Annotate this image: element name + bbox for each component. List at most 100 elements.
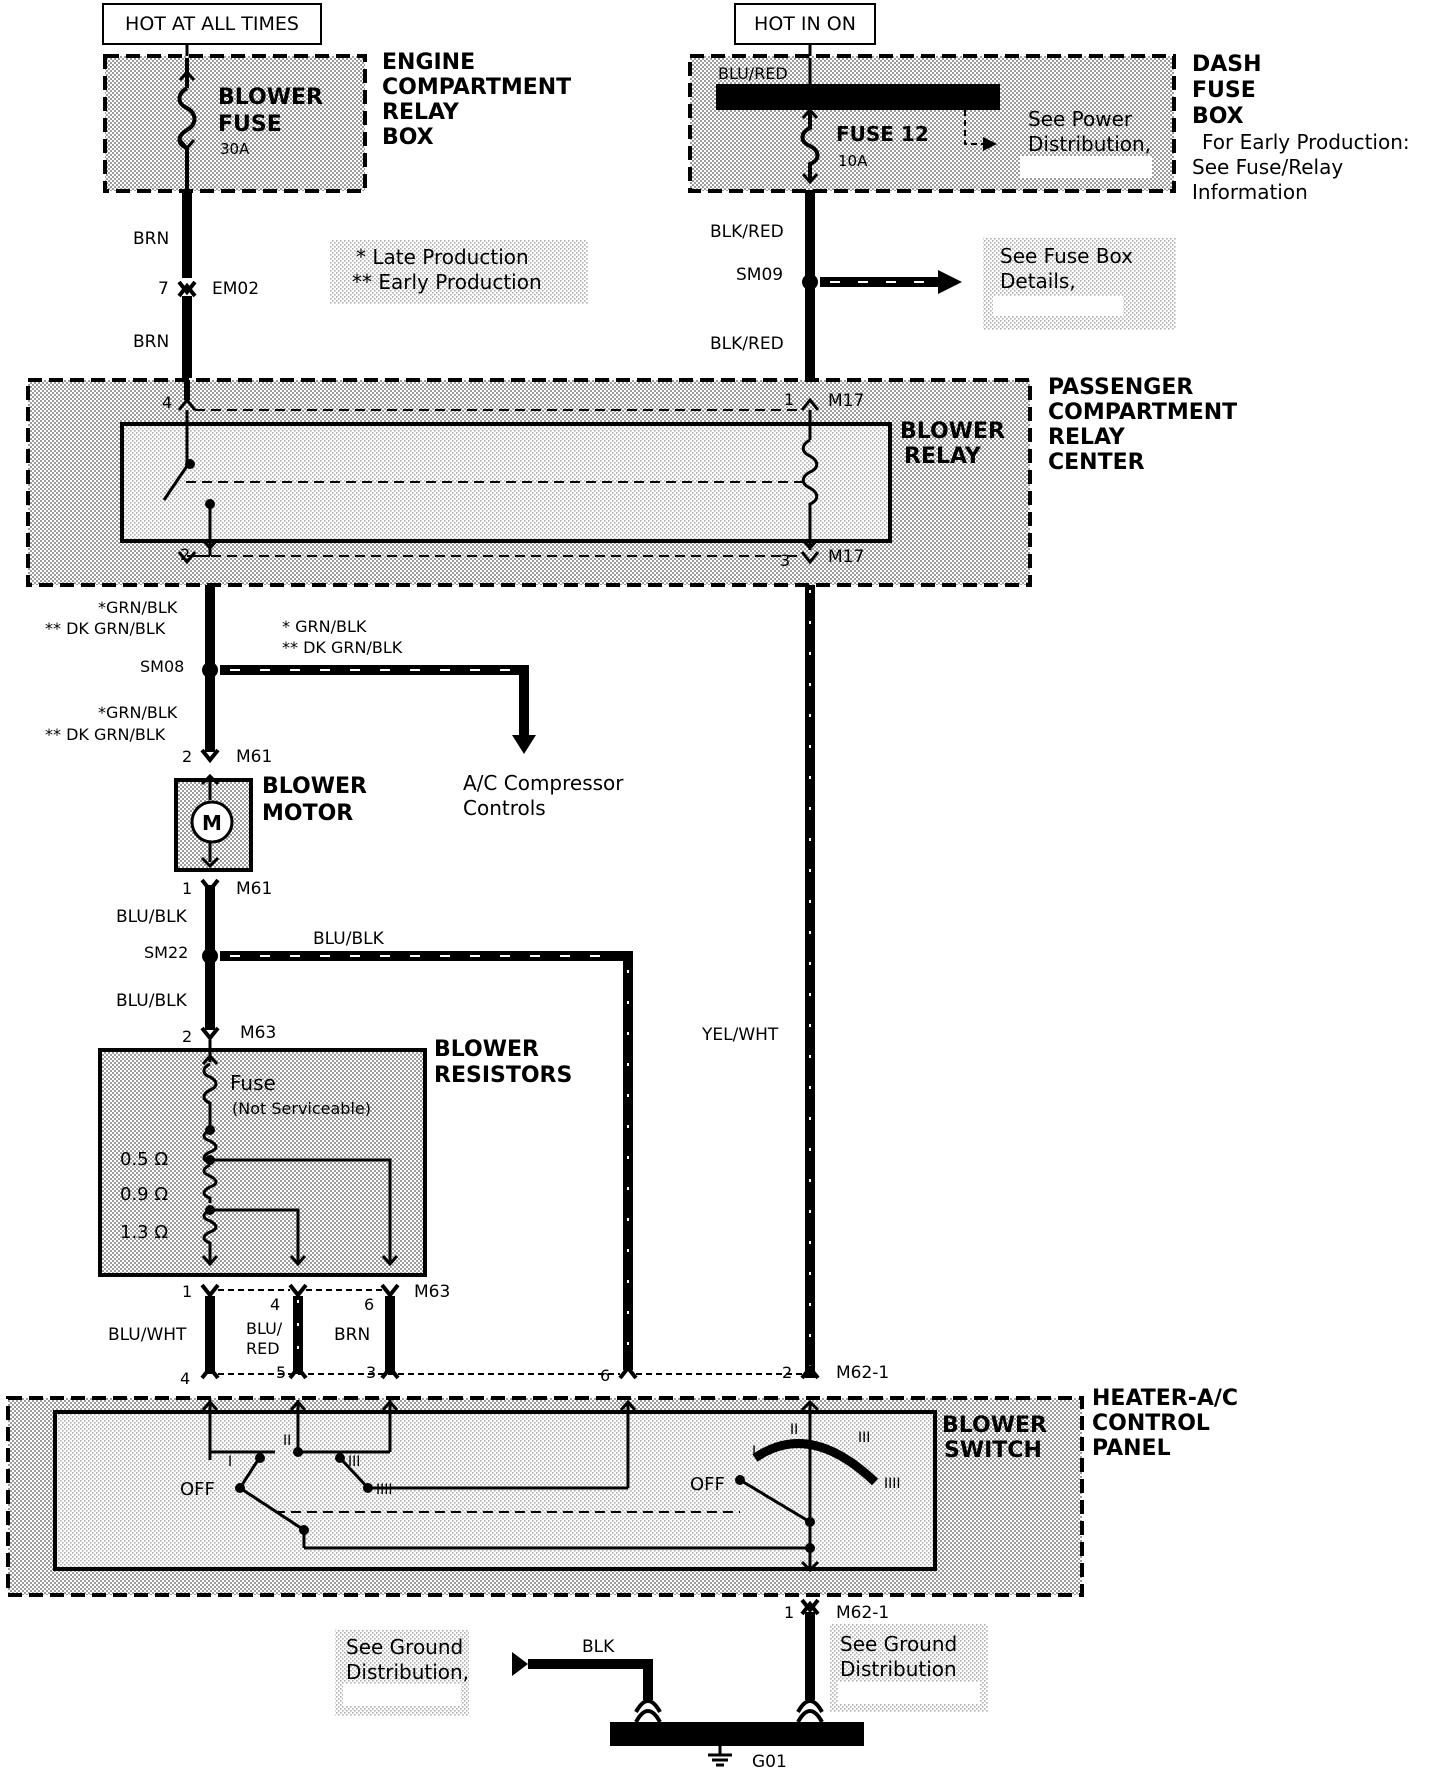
blower-switch-box xyxy=(53,1410,937,1571)
resistor-05-icon xyxy=(202,1128,218,1165)
resistor-13-icon xyxy=(202,1208,218,1265)
ac-controls-1: A/C Compressor xyxy=(463,771,624,795)
dash-box-note-2: See Fuse/Relay xyxy=(1192,155,1343,179)
engine-box-title-1: ENGINE xyxy=(382,50,475,75)
m62-1-connector: 4 5 3 6 2 M62-1 xyxy=(180,1363,889,1388)
dash-box-note-3: Information xyxy=(1192,180,1308,204)
blower-motor-label: BLOWER xyxy=(262,774,367,799)
dash-box-title-1: DASH xyxy=(1192,52,1262,77)
relay-switch-arm xyxy=(162,465,189,501)
m62-1-bottom-label: M62-1 xyxy=(836,1603,889,1623)
sm09-splice-dot xyxy=(802,274,818,290)
brn-wire-label: BRN xyxy=(133,229,169,249)
m62-pin-5: 5 xyxy=(276,1363,286,1382)
blk-red-wire-label-2: BLK/RED xyxy=(710,334,784,354)
relay-center-title-3: RELAY xyxy=(1048,425,1126,450)
switch-arc-contact xyxy=(752,1439,879,1486)
see-ground-right-2: Distribution xyxy=(840,1657,957,1681)
blu-blk-wire-2: BLU/BLK xyxy=(116,991,188,1011)
legend-late: * Late Production xyxy=(356,245,529,269)
legend-early: ** Early Production xyxy=(352,270,542,294)
branch-2: ** DK GRN/BLK xyxy=(282,638,403,657)
relay-coil-icon xyxy=(801,438,819,550)
m63-connector: 1 4 6 M63 xyxy=(182,1282,450,1314)
brn-lower-label: BRN xyxy=(334,1325,370,1345)
blower-fuse-label: BLOWER xyxy=(218,85,323,110)
relay-center-title-1: PASSENGER xyxy=(1048,375,1193,400)
resistor-09-icon xyxy=(202,1163,218,1203)
ac-controls-2: Controls xyxy=(463,796,546,820)
arrow-right-icon xyxy=(938,270,962,294)
blower-resistors-label: BLOWER xyxy=(434,1037,539,1062)
ground-bus-bar xyxy=(610,1722,864,1746)
g01-label: G01 xyxy=(752,1752,787,1768)
sm08-splice-dot xyxy=(202,662,218,678)
blower-motor: M xyxy=(174,773,253,872)
left-pos-iiii: IIII xyxy=(376,1482,393,1498)
resistor-fuse-note: (Not Serviceable) xyxy=(232,1099,371,1118)
blower-resistors: Fuse (Not Serviceable) 0.5 Ω 0.9 Ω 1.3 Ω xyxy=(98,1040,427,1277)
brn-wire-label-2: BRN xyxy=(133,332,169,352)
engine-compartment-relay-box: BLOWER FUSE 30A xyxy=(103,54,367,193)
m61-pin-2: 2 xyxy=(182,747,192,766)
left-pos-i: I xyxy=(228,1454,232,1470)
see-power-text: See Power xyxy=(1028,107,1133,131)
engine-box-title-4: BOX xyxy=(382,125,434,150)
left-pos-ii: II xyxy=(283,1433,291,1449)
see-ground-right: See Ground Distribution xyxy=(830,1624,988,1712)
m61-pin-1: 1 xyxy=(182,879,192,898)
blower-relay-label-2: RELAY xyxy=(904,444,982,469)
relay-pin-1: 1 xyxy=(784,390,794,409)
control-panel-title-2: CONTROL xyxy=(1092,1411,1210,1436)
blower-relay-label: BLOWER xyxy=(900,419,1005,444)
m63-pin-4: 4 xyxy=(270,1295,280,1314)
m61-label-top: M61 xyxy=(236,747,272,767)
engine-box-title-3: RELAY xyxy=(382,100,460,125)
fuse-12-icon xyxy=(800,107,820,185)
blu-blk-branch: BLU/BLK xyxy=(313,929,385,949)
fuse-12-rating: 10A xyxy=(838,152,868,170)
see-fuse-box-text: See Fuse Box xyxy=(1000,244,1133,268)
em02-connector-icon xyxy=(177,280,197,296)
m63-label-top: M63 xyxy=(240,1023,276,1043)
passenger-compartment-relay-center: 4 1 M17 2 3 M17 BLOWER RELAY xyxy=(26,378,1032,587)
control-panel-title-3: PANEL xyxy=(1092,1436,1171,1461)
m63-pin-1: 1 xyxy=(182,1282,192,1301)
arrow-right-icon xyxy=(983,137,997,151)
m62-pin-2: 2 xyxy=(782,1363,792,1382)
ground-pin: 1 xyxy=(784,1603,794,1622)
internal-fuse-icon xyxy=(202,1062,218,1130)
see-ground-left: See Ground Distribution, xyxy=(335,1630,469,1716)
relay-conn-bottom: M17 xyxy=(828,547,864,567)
blower-fuse-rating: 30A xyxy=(220,140,250,158)
ground-symbol-icon xyxy=(708,1746,732,1767)
em02-pin: 7 xyxy=(158,279,169,299)
m62-pin-4: 4 xyxy=(180,1369,190,1388)
blu-red-label-1: BLU/ xyxy=(246,1319,283,1338)
blk-red-wire-label: BLK/RED xyxy=(710,222,784,242)
see-fuse-box-details: See Fuse Box Details, xyxy=(983,238,1176,330)
production-legend: * Late Production ** Early Production xyxy=(330,240,588,304)
blower-switch-label-2: SWITCH xyxy=(944,1438,1042,1463)
right-pos-ii: II xyxy=(790,1422,798,1438)
dash-box-title-2: FUSE xyxy=(1192,78,1256,103)
see-ground-left-1: See Ground xyxy=(346,1635,463,1659)
hot-at-all-times-label: HOT AT ALL TIMES xyxy=(125,13,299,35)
motor-symbol: M xyxy=(202,811,222,835)
resistor-09-label: 0.9 Ω xyxy=(120,1184,168,1205)
header-hot-in-on: HOT IN ON xyxy=(734,3,876,45)
m62-label-top: M62-1 xyxy=(836,1363,889,1383)
fuse-12-label: FUSE 12 xyxy=(836,122,929,146)
resistor-13-label: 1.3 Ω xyxy=(120,1222,168,1243)
dash-wire-top-label: BLU/RED xyxy=(718,64,788,83)
m63-pin-6: 6 xyxy=(364,1295,374,1314)
arrow-left-icon xyxy=(512,1652,528,1676)
right-pos-iiii: IIII xyxy=(884,1476,901,1492)
branch-1: * GRN/BLK xyxy=(282,617,367,636)
blu-wht-label: BLU/WHT xyxy=(108,1325,187,1345)
m63-label-bottom: M63 xyxy=(414,1282,450,1302)
blower-switch-label: BLOWER xyxy=(942,1413,1047,1438)
wire-a1: *GRN/BLK xyxy=(98,598,178,617)
right-pos-i: I xyxy=(752,1444,756,1460)
